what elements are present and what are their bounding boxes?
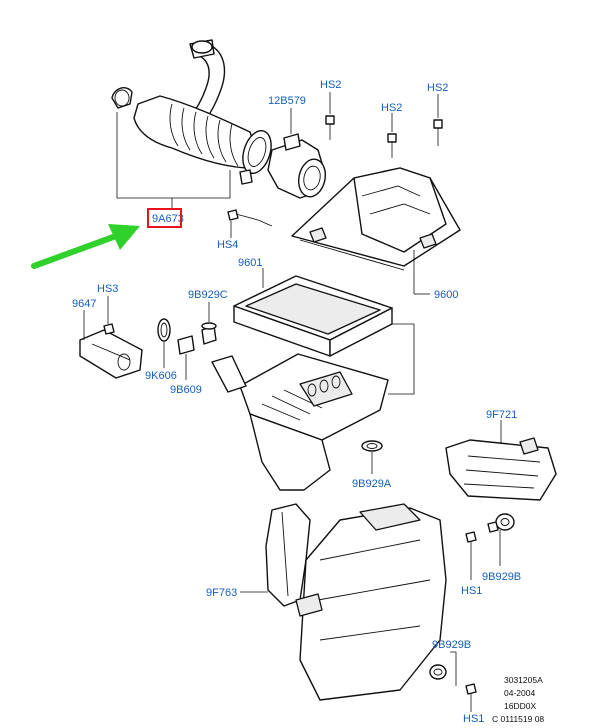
callout-9b929b-upper: 9B929B xyxy=(482,571,521,583)
callout-9f721: 9F721 xyxy=(486,409,517,421)
grommet-9b929b-lower xyxy=(429,651,477,712)
bracket-9f721 xyxy=(445,420,557,501)
grommet-9b929a xyxy=(361,440,383,474)
callout-hs2-right: HS2 xyxy=(427,82,448,94)
stamp-line-1: 3031205A xyxy=(504,675,543,685)
lower-air-housing xyxy=(240,503,447,701)
air-intake-hose xyxy=(111,39,272,210)
callout-9647: 9647 xyxy=(72,298,96,310)
callout-9k606: 9K606 xyxy=(145,370,177,382)
stamp-line-2: 04-2004 xyxy=(504,688,535,698)
stamp-line-3: 16DD0X xyxy=(504,701,536,711)
callout-9b929c: 9B929C xyxy=(188,289,228,301)
air-cleaner-cover xyxy=(291,167,461,271)
air-cleaner-tray xyxy=(211,250,430,491)
grommet-9b929b-upper xyxy=(465,513,515,580)
callout-hs2-center: HS2 xyxy=(381,102,402,114)
callout-9b609: 9B609 xyxy=(170,384,202,396)
stamp-line-4: C 0111519 08 xyxy=(492,714,544,724)
callout-9600: 9600 xyxy=(434,289,458,301)
pointer-arrow xyxy=(31,224,140,269)
callout-9b929a: 9B929A xyxy=(352,478,392,490)
callout-9b929b-lower: 9B929B xyxy=(432,639,471,651)
callout-hs1-lower: HS1 xyxy=(463,713,484,725)
callout-9a673: 9A673 xyxy=(152,213,184,225)
mass-air-flow-sensor xyxy=(267,108,327,199)
callout-12b579: 12B579 xyxy=(268,95,306,107)
resonator-bracket xyxy=(79,296,143,379)
highlight-box xyxy=(147,208,182,228)
callout-9f763: 9F763 xyxy=(206,587,237,599)
hs4-bolt xyxy=(227,209,273,238)
callout-hs1-upper: HS1 xyxy=(461,585,482,597)
callout-hs3: HS3 xyxy=(97,283,118,295)
callout-hs2-left: HS2 xyxy=(320,79,341,91)
hs2-screws xyxy=(325,92,443,158)
callout-9601: 9601 xyxy=(238,257,262,269)
air-filter-element xyxy=(233,268,393,357)
callout-hs4: HS4 xyxy=(217,239,238,251)
small-fasteners xyxy=(157,302,217,380)
